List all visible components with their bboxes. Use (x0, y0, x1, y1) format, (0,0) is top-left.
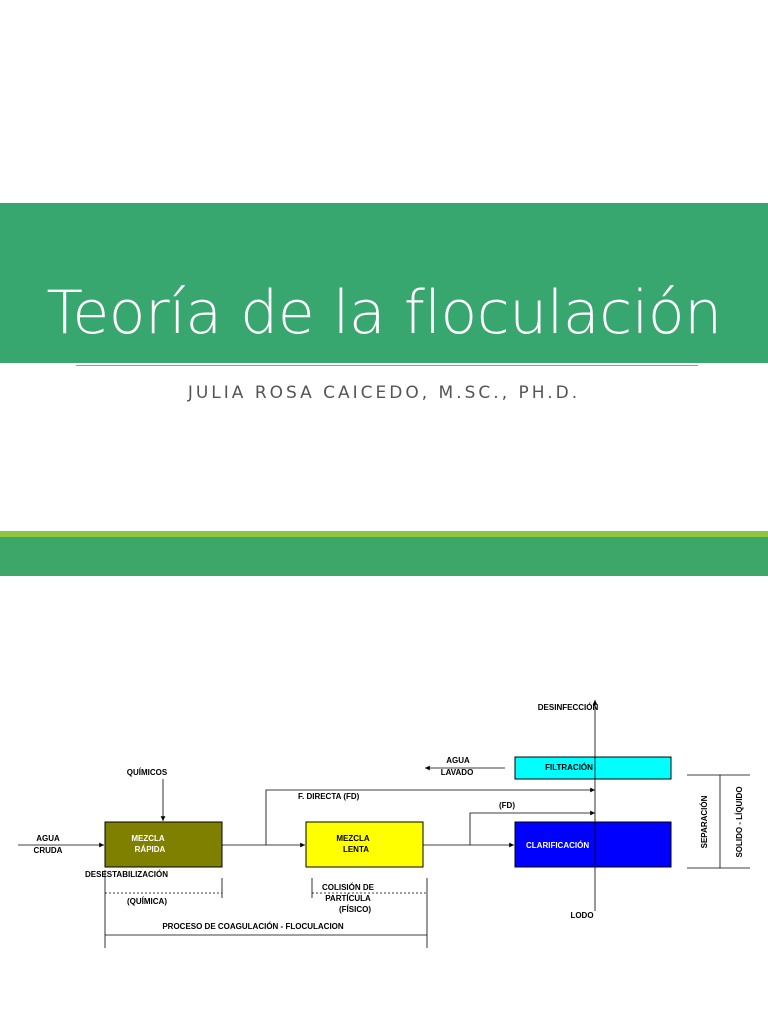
filtracion-label: FILTRACIÓN (545, 763, 593, 772)
f-directa-line (265, 787, 595, 845)
slide-subtitle: JULIA ROSA CAICEDO, M.SC., PH.D. (187, 383, 581, 403)
colision-line3: (FÍSICO) (339, 905, 371, 914)
title-band (0, 203, 768, 363)
desestabilizacion-label: DESESTABILIZACIÓN (85, 870, 168, 879)
mezcla-lenta-box (305, 821, 424, 868)
treatment-process-diagram: AGUA CRUDA QUÍMICOS MEZCLA RÁPIDA MEZCLA… (18, 700, 750, 948)
accent-stripe (0, 531, 768, 537)
mezcla-rapida-box (104, 821, 223, 868)
slide-title: Teoría de la floculación (46, 278, 722, 348)
fd-label: (FD) (499, 801, 515, 810)
colision-line1: COLISIÓN DE (322, 883, 375, 892)
solido-liquido-label: SOLIDO - LÍQUIDO (735, 786, 744, 857)
desinfeccion-label: DESINFECCIÓN (538, 703, 599, 712)
filtracion-box (514, 756, 672, 780)
quimica-label: (QUÍMICA) (127, 897, 167, 906)
lodo-label: LODO (570, 911, 593, 920)
agua-lavado-line1: AGUA (446, 756, 470, 765)
separacion-label: SEPARACIÓN (700, 795, 709, 848)
quimicos-label: QUÍMICOS (127, 768, 168, 777)
agua-label: AGUA (36, 834, 60, 843)
mezcla-lenta-line2: LENTA (343, 845, 369, 854)
agua-lavado-line2: LAVADO (441, 768, 474, 777)
f-directa-label: F. DIRECTA (FD) (298, 792, 360, 801)
title-divider (76, 365, 698, 366)
mezcla-rapida-line2: RÁPIDA (135, 845, 166, 854)
clarificacion-box (514, 821, 672, 868)
clarificacion-label: CLARIFICACIÓN (526, 841, 589, 850)
accent-band (0, 537, 768, 576)
mezcla-lenta-line1: MEZCLA (336, 834, 370, 843)
proceso-label: PROCESO DE COAGULACIÓN - FLOCULACION (162, 922, 344, 931)
cruda-label: CRUDA (34, 846, 63, 855)
fd-line (469, 810, 595, 845)
mezcla-rapida-line1: MEZCLA (131, 834, 165, 843)
colision-line2: PARTÍCULA (325, 894, 371, 903)
